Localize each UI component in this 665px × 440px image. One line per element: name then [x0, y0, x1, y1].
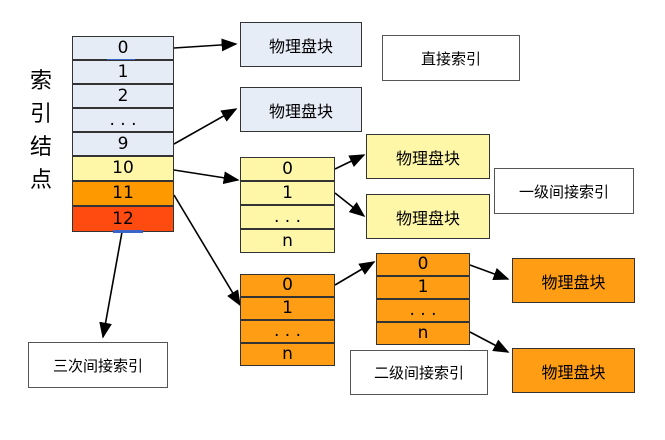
- inode-title-char: 引: [29, 102, 52, 127]
- cell-label: . . .: [273, 321, 302, 341]
- block-label: 物理盘块: [268, 36, 333, 56]
- cell-underline-mark: [113, 230, 143, 233]
- cell-label: 1: [417, 277, 429, 297]
- arrow-single1-to-block: [334, 192, 366, 217]
- inode-cell-label: . . .: [109, 109, 137, 130]
- label-text: 直接索引: [420, 49, 481, 68]
- cell-label: 0: [282, 158, 293, 179]
- arrow-double0-to-table: [334, 261, 376, 286]
- inode-cell-2: 2: [72, 84, 174, 108]
- cell-label: . . .: [409, 300, 437, 320]
- inode-cell-11: 11: [72, 181, 174, 206]
- triple-indirect-label: 三次间接索引: [28, 342, 168, 388]
- block-label: 物理盘块: [395, 148, 460, 168]
- double-table1-cell: 1: [240, 297, 335, 320]
- inode-cell-10: 10: [72, 156, 174, 181]
- inode-cell-0: 0: [72, 36, 174, 60]
- inode-cell-12: 12: [72, 206, 174, 232]
- cell-label: 0: [282, 275, 293, 295]
- double-table2-cell: 0: [376, 253, 470, 276]
- double-table2-cell: n: [376, 322, 470, 345]
- label-text: 二级间接索引: [373, 364, 464, 382]
- arrow-cell10-to-table: [173, 169, 240, 185]
- physical-block-direct-9: 物理盘块: [240, 87, 362, 132]
- arrow-cell11-to-table: [173, 194, 241, 307]
- inode-cell-label: 9: [117, 133, 129, 154]
- arrow-double2-n-to-block: [469, 331, 510, 353]
- physical-block-single-1: 物理盘块: [366, 194, 490, 239]
- arrow-cell12-to-triple: [99, 231, 123, 339]
- block-label: 物理盘块: [541, 362, 606, 382]
- cell-label: 1: [282, 182, 293, 203]
- physical-block-direct-0: 物理盘块: [240, 22, 362, 67]
- single-table-cell: 0: [240, 157, 335, 181]
- inode-cell-label: 1: [117, 61, 129, 82]
- block-label: 物理盘块: [541, 272, 606, 292]
- single-table-cell: n: [240, 229, 335, 253]
- cell-label: n: [417, 323, 429, 343]
- inode-cell-1: 1: [72, 60, 174, 84]
- inode-title-char: 结: [29, 135, 52, 160]
- cell-label: . . .: [273, 206, 302, 227]
- double-table1-cell: 0: [240, 274, 335, 297]
- cell-label: 0: [417, 254, 429, 274]
- cell-label: 1: [282, 298, 293, 318]
- inode-title-char: 索: [29, 69, 52, 94]
- double-table2-cell: 1: [376, 276, 470, 299]
- inode-cell-label: 2: [117, 85, 129, 106]
- physical-block-double-n: 物理盘块: [512, 348, 635, 393]
- single-table-cell: . . .: [240, 205, 335, 229]
- label-text: 一级间接索引: [518, 182, 609, 201]
- inode-cell-label: 12: [112, 208, 134, 229]
- arrow-double2-0-to-block: [469, 264, 510, 281]
- double-indirect-label: 二级间接索引: [350, 350, 488, 395]
- single-indirect-label: 一级间接索引: [494, 168, 634, 214]
- block-label: 物理盘块: [395, 208, 460, 228]
- double-table2-cell: . . .: [376, 299, 470, 322]
- cell-label: n: [282, 230, 293, 251]
- inode-cell-ellipsis: . . .: [72, 108, 174, 132]
- double-table1-cell: n: [240, 343, 335, 366]
- block-label: 物理盘块: [268, 101, 333, 121]
- physical-block-double-0: 物理盘块: [512, 258, 635, 303]
- inode-title-char: 点: [29, 168, 52, 193]
- direct-index-label: 直接索引: [382, 35, 520, 81]
- single-table-cell: 1: [240, 181, 335, 205]
- double-table1-cell: . . .: [240, 320, 335, 343]
- arrow-single0-to-block: [334, 154, 366, 170]
- physical-block-single-0: 物理盘块: [366, 134, 490, 179]
- inode-cell-label: 11: [112, 183, 134, 203]
- arrow-cell0-to-block: [173, 38, 238, 52]
- inode-cell-9: 9: [72, 132, 174, 156]
- inode-cell-label: 0: [117, 37, 129, 58]
- cell-label: n: [282, 344, 293, 364]
- arrow-cell9-to-block: [173, 108, 238, 145]
- inode-cell-label: 10: [112, 158, 134, 178]
- label-text: 三次间接索引: [52, 356, 143, 375]
